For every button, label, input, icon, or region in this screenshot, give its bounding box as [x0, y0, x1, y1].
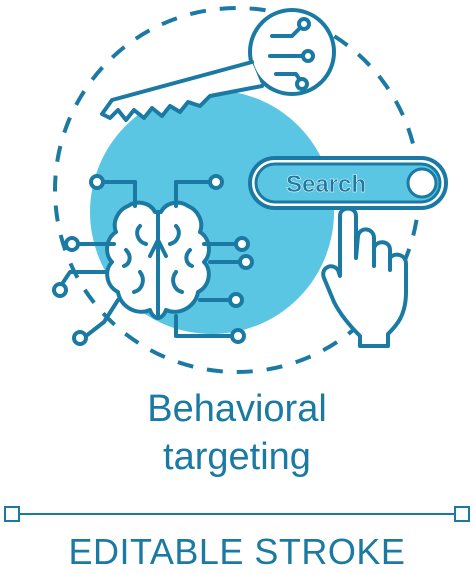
search-toggle-knob — [406, 167, 438, 199]
search-bar-illustration: Search — [248, 156, 448, 210]
search-label: Search — [286, 171, 366, 198]
brain-icon — [52, 174, 254, 346]
key-icon — [100, 8, 336, 122]
editable-stroke-label: EDITABLE STROKE — [68, 531, 406, 572]
title-line-2: targeting — [163, 436, 311, 478]
title-line-1: Behavioral — [147, 388, 327, 430]
behavioral-targeting-icon: Search — [52, 6, 448, 374]
pointing-hand-icon — [321, 206, 408, 348]
editable-stroke-divider — [4, 506, 470, 522]
